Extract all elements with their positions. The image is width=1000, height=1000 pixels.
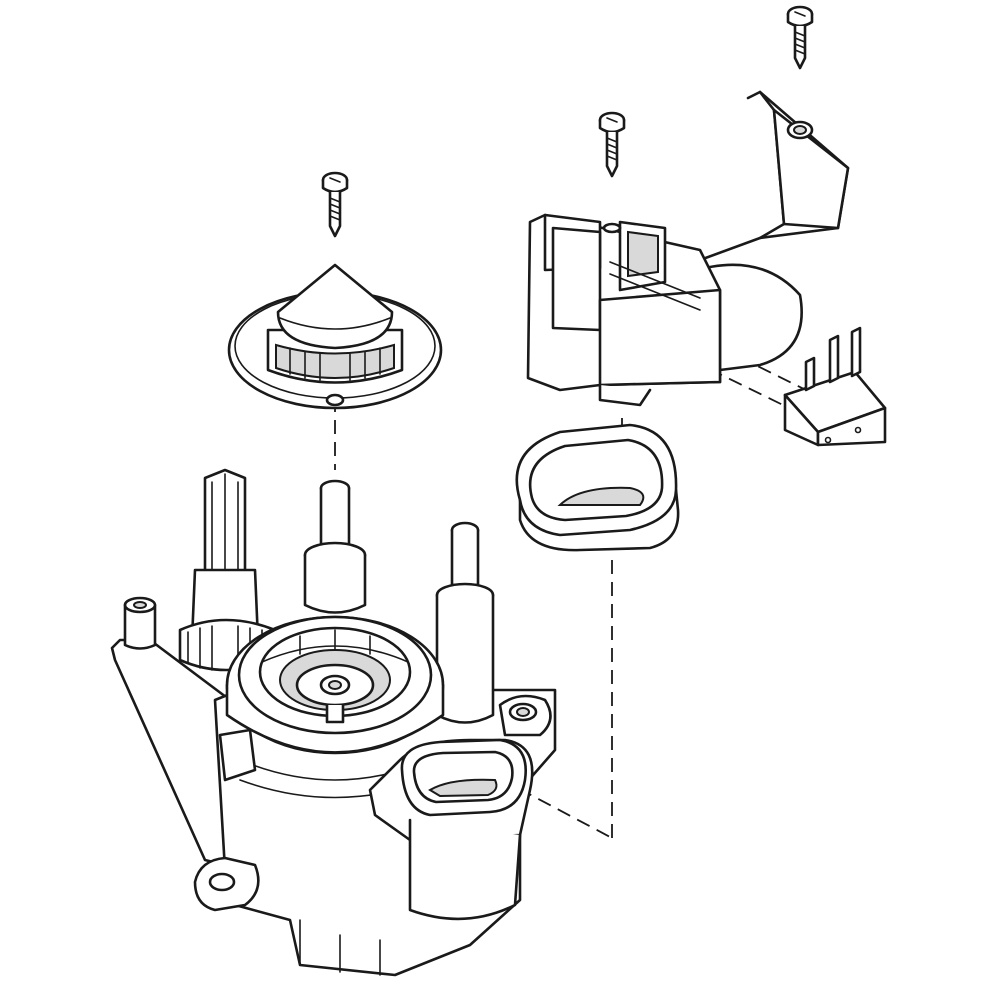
- oval-gasket: [515, 423, 680, 552]
- pump-base: [110, 468, 557, 977]
- screw-mid-right: [598, 111, 626, 178]
- bracket-housing: [526, 90, 850, 407]
- cone-cap: [227, 263, 443, 410]
- switch-block: [783, 326, 887, 447]
- screw-cone: [321, 171, 349, 238]
- screw-top-right: [786, 5, 814, 70]
